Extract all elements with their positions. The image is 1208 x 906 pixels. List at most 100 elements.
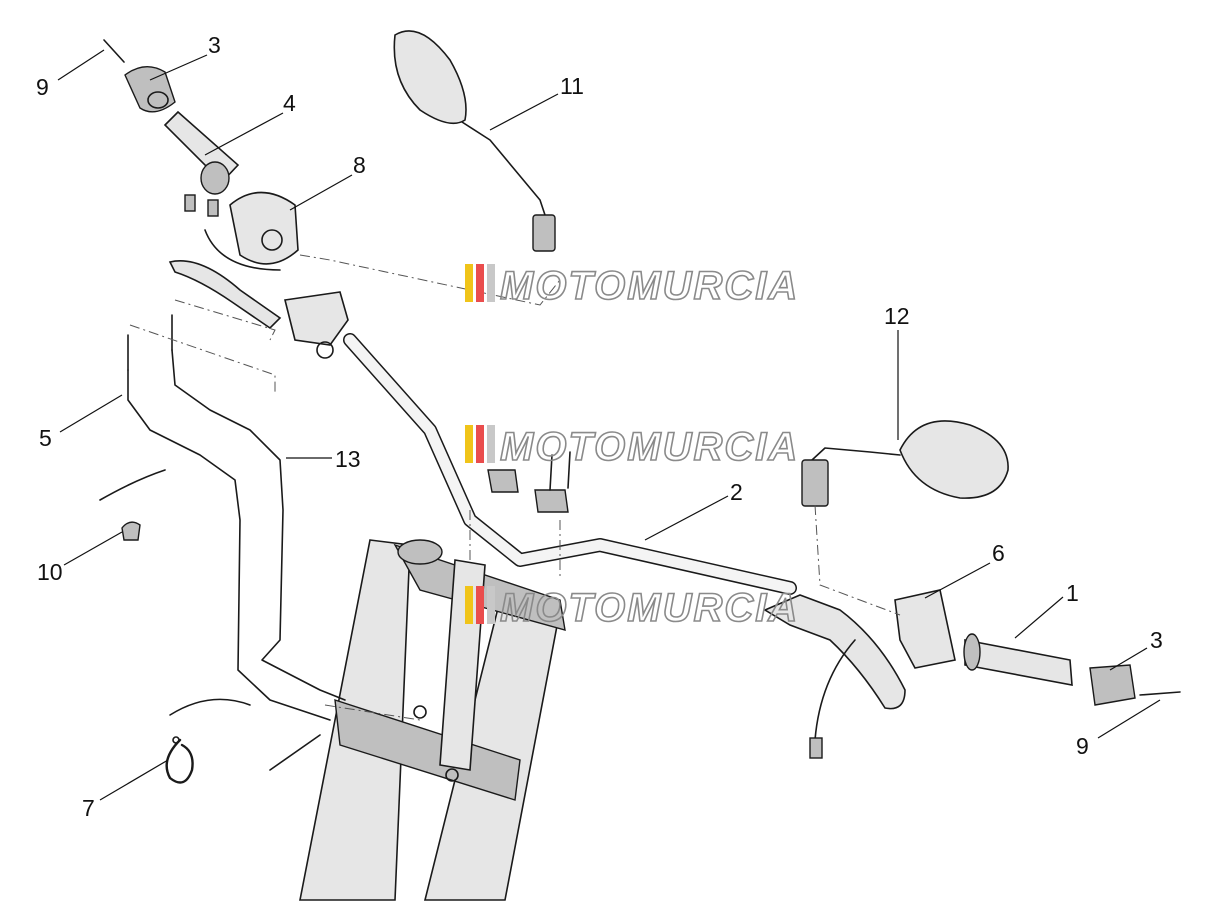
switch-wiring — [204, 229, 281, 271]
connector-left-a — [184, 194, 196, 212]
watermark-text: MOTOMURCIA — [500, 425, 799, 469]
clutch-lever-left — [168, 260, 282, 330]
throttle-flange — [963, 633, 981, 671]
ring-clip-eye — [172, 736, 180, 744]
handlebar-riser-right — [534, 489, 569, 513]
clamp-bolt — [413, 705, 427, 719]
callout-3-left: 3 — [208, 32, 221, 58]
mirror-11-stem — [461, 121, 546, 216]
callout-10: 10 — [37, 559, 63, 585]
callout-11: 11 — [560, 73, 584, 99]
leader-9-left — [57, 49, 105, 81]
switch-housing-hole — [261, 229, 283, 251]
bar-end-hole — [147, 91, 169, 109]
cylinder-fitting — [316, 341, 334, 359]
wm-stripe-red — [476, 586, 484, 624]
bar-end-weight-3-left — [124, 66, 176, 113]
assembly-line-c — [174, 299, 276, 341]
guide-arc-lower — [169, 698, 251, 716]
assembly-line-g — [324, 704, 421, 721]
leader-3-left — [149, 54, 208, 81]
assembly-lines — [129, 254, 901, 721]
leader-8 — [289, 174, 353, 211]
leader-3-right — [1109, 647, 1148, 671]
assembly-line-d — [814, 504, 901, 616]
wm-stripe-grey — [487, 586, 495, 624]
callout-2: 2 — [730, 479, 743, 505]
leader-10 — [63, 531, 123, 566]
connector-left-b — [207, 199, 219, 217]
handlebar-riser-left — [487, 469, 519, 493]
mirror-12-stem — [811, 447, 901, 461]
grip-flange — [200, 161, 230, 195]
right-controls — [763, 589, 1181, 759]
wm-stripe-red — [476, 425, 484, 463]
steering-stem — [439, 559, 486, 771]
watermark-top: MOTOMURCIA — [465, 263, 799, 309]
stem-nut — [397, 539, 443, 565]
cables — [127, 314, 346, 771]
small-parts — [99, 469, 251, 784]
throttle-grip-1 — [964, 639, 1073, 686]
wm-stripe-grey — [487, 425, 495, 463]
assembly-line-b — [129, 324, 276, 395]
mirror-12-right — [899, 420, 1009, 499]
mirror-11-left — [393, 30, 467, 125]
switch-housing-8-left — [229, 191, 299, 265]
callout-7: 7 — [82, 795, 95, 821]
callout-4: 4 — [283, 90, 296, 116]
wm-stripe-yellow — [465, 425, 473, 463]
mirror-11-mount — [532, 214, 556, 252]
left-controls — [103, 39, 349, 359]
callout-3-right: 3 — [1150, 627, 1163, 653]
leader-5 — [59, 394, 123, 433]
watermark-bottom: MOTOMURCIA — [465, 585, 799, 631]
switch-housing-6-right — [894, 589, 956, 669]
mirrors — [393, 30, 1009, 507]
watermark-text: MOTOMURCIA — [500, 586, 799, 630]
leader-4 — [204, 112, 284, 156]
assembly-line-a — [299, 254, 561, 306]
callout-8: 8 — [353, 152, 366, 178]
callout-leaders — [57, 49, 1161, 801]
callout-9-left: 9 — [36, 74, 49, 100]
leader-9-right — [1097, 699, 1161, 739]
bolt-9-left — [103, 39, 125, 63]
handlebar — [343, 333, 797, 595]
clamp-bolt-lower — [445, 768, 459, 782]
leader-1 — [1014, 596, 1064, 639]
wm-stripe-yellow — [465, 586, 473, 624]
leader-6 — [924, 562, 991, 599]
callout-9-right: 9 — [1076, 733, 1089, 759]
leader-7 — [99, 759, 169, 801]
handlebar-tube-inner — [344, 334, 796, 594]
bolt-9-right — [1139, 691, 1181, 696]
ring-clip-7 — [165, 738, 194, 784]
callout-labels: 9 3 4 8 11 12 5 13 2 10 6 1 3 9 7 — [36, 32, 1163, 821]
wm-stripe-grey — [487, 264, 495, 302]
leader-11 — [489, 93, 559, 131]
bar-end-weight-3-right — [1089, 664, 1136, 706]
brake-lever-right — [763, 594, 906, 710]
cable-5 — [127, 369, 331, 721]
wm-stripe-red — [476, 264, 484, 302]
brake-connector — [809, 737, 823, 759]
mirror-12-mount — [801, 459, 829, 507]
wm-stripe-yellow — [465, 264, 473, 302]
riser-bolt-2 — [567, 451, 571, 489]
cable-end-lower — [269, 734, 321, 771]
riser-bolt — [549, 454, 553, 491]
brake-wiring — [814, 639, 856, 741]
cable-13 — [171, 349, 346, 701]
cable-clamp-10 — [121, 521, 141, 541]
callout-13: 13 — [335, 446, 361, 472]
callout-12: 12 — [884, 303, 910, 329]
watermark-middle: MOTOMURCIA — [465, 424, 799, 470]
callout-5: 5 — [39, 425, 52, 451]
watermark-text: MOTOMURCIA — [500, 264, 799, 308]
master-cylinder — [284, 291, 349, 346]
leader-2 — [644, 495, 729, 541]
guide-arc-upper — [99, 469, 166, 501]
